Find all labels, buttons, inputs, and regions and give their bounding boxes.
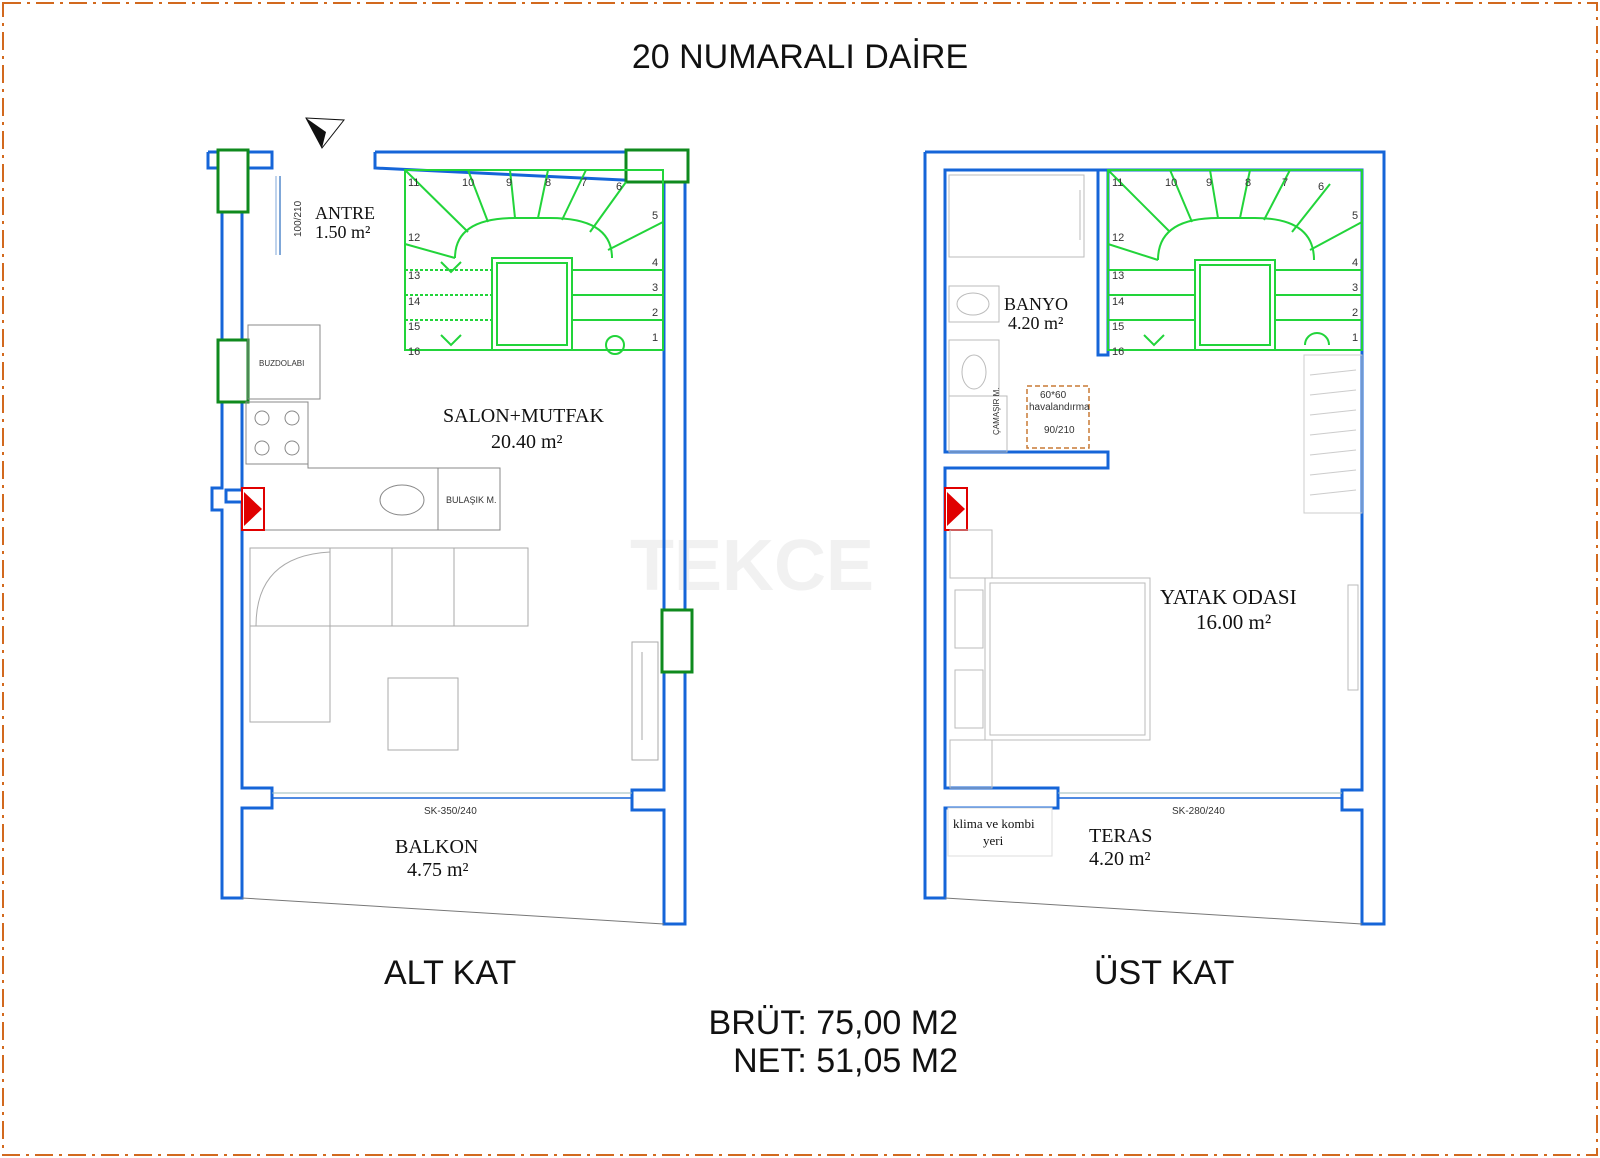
ventilation-shaft — [1026, 385, 1090, 449]
lower-stair-numbers: 11 10 9 8 7 6 5 12 4 13 3 14 2 15 1 16 — [408, 177, 658, 358]
upper-room-labels: BANYO 4.20 m² YATAK ODASI 16.00 m² TERAS… — [1004, 294, 1297, 870]
entrance-door-icon — [275, 176, 281, 255]
hvac-line1: klima ve kombi — [953, 816, 1035, 831]
net-area: NET: 51,05 M2 — [733, 1042, 958, 1080]
svg-text:9: 9 — [1206, 177, 1212, 189]
upper-floor-plan: 11 10 9 8 7 6 5 12 4 13 3 14 2 15 1 16 — [923, 150, 1386, 926]
hvac-line2: yeri — [983, 833, 1004, 848]
svg-text:11: 11 — [408, 177, 419, 189]
svg-text:12: 12 — [408, 232, 420, 244]
svg-text:8: 8 — [545, 177, 551, 189]
balkon-area: 4.75 m² — [407, 859, 469, 881]
teras-name: TERAS — [1089, 825, 1152, 847]
balkon-name: BALKON — [395, 836, 478, 858]
salon-name: SALON+MUTFAK — [443, 405, 604, 427]
svg-text:10: 10 — [462, 177, 474, 189]
svg-text:15: 15 — [408, 321, 420, 333]
fire-cabinet-icon — [241, 487, 265, 531]
svg-text:15: 15 — [1112, 321, 1124, 333]
antre-name: ANTRE — [315, 203, 375, 223]
lower-columns — [216, 148, 694, 674]
svg-text:13: 13 — [1112, 270, 1124, 282]
washer-label: ÇAMAŞIR M. — [992, 387, 1001, 435]
svg-text:2: 2 — [652, 307, 658, 319]
upper-stair — [1107, 169, 1363, 351]
tv-unit — [631, 641, 659, 761]
terrace-edge — [944, 897, 1363, 925]
upper-floor-label: ÜST KAT — [1094, 954, 1235, 992]
door-size-label: 100/210 — [293, 200, 304, 237]
lower-floor-label: ALT KAT — [384, 954, 517, 992]
banyo-area: 4.20 m² — [1008, 313, 1063, 333]
svg-text:12: 12 — [1112, 232, 1124, 244]
upper-window-label: SK-280/240 — [1172, 806, 1225, 817]
svg-text:14: 14 — [1112, 296, 1124, 308]
yatak-area: 16.00 m² — [1196, 610, 1271, 634]
lower-floor-plan: 100/210 11 10 — [206, 117, 694, 926]
svg-text:11: 11 — [1112, 177, 1123, 189]
vent-label: havalandırma — [1029, 402, 1090, 413]
north-arrow-icon — [305, 117, 345, 149]
lower-window-label: SK-350/240 — [424, 806, 477, 817]
bath-door-size: 90/210 — [1044, 425, 1075, 436]
upper-stair-numbers: 11 10 9 8 7 6 5 12 4 13 3 14 2 15 1 16 — [1112, 177, 1358, 358]
vent-size: 60*60 — [1040, 390, 1067, 401]
svg-text:3: 3 — [652, 282, 658, 294]
svg-text:5: 5 — [652, 210, 658, 222]
svg-text:4: 4 — [1352, 257, 1358, 269]
svg-text:16: 16 — [408, 346, 420, 358]
balcony-edge — [241, 897, 665, 925]
svg-text:7: 7 — [1282, 177, 1288, 189]
salon-area: 20.40 m² — [491, 431, 563, 453]
svg-text:3: 3 — [1352, 282, 1358, 294]
plan-title: 20 NUMARALI DAİRE — [631, 38, 969, 76]
svg-text:6: 6 — [1318, 181, 1324, 193]
svg-text:16: 16 — [1112, 346, 1124, 358]
svg-text:10: 10 — [1165, 177, 1177, 189]
wardrobe — [1303, 354, 1363, 514]
bed — [949, 529, 1359, 789]
svg-text:13: 13 — [408, 270, 420, 282]
svg-text:7: 7 — [581, 177, 587, 189]
svg-text:5: 5 — [1352, 210, 1358, 222]
bathroom-fixtures — [948, 174, 1085, 453]
teras-area: 4.20 m² — [1089, 848, 1151, 870]
svg-text:9: 9 — [506, 177, 512, 189]
svg-text:1: 1 — [1352, 332, 1358, 344]
lower-room-labels: ANTRE 1.50 m² SALON+MUTFAK 20.40 m² BALK… — [315, 203, 604, 881]
svg-text:6: 6 — [616, 181, 622, 193]
fire-cabinet-icon — [944, 487, 968, 531]
fridge-label: BUZDOLABI — [259, 359, 304, 368]
sofa — [249, 547, 529, 723]
svg-text:8: 8 — [1245, 177, 1251, 189]
hvac-area — [947, 807, 1053, 857]
banyo-name: BANYO — [1004, 294, 1068, 314]
svg-text:1: 1 — [652, 332, 658, 344]
gross-area: BRÜT: 75,00 M2 — [708, 1004, 958, 1042]
svg-text:14: 14 — [408, 296, 420, 308]
svg-text:2: 2 — [1352, 307, 1358, 319]
coffee-table — [387, 677, 459, 751]
lower-stair — [404, 169, 664, 355]
svg-text:4: 4 — [652, 257, 658, 269]
antre-area: 1.50 m² — [315, 222, 370, 242]
yatak-name: YATAK ODASI — [1160, 585, 1297, 609]
watermark: TEKCE — [630, 526, 874, 606]
kitchen-fixtures — [245, 324, 501, 531]
dishwasher-label: BULAŞIK M. — [446, 495, 497, 505]
